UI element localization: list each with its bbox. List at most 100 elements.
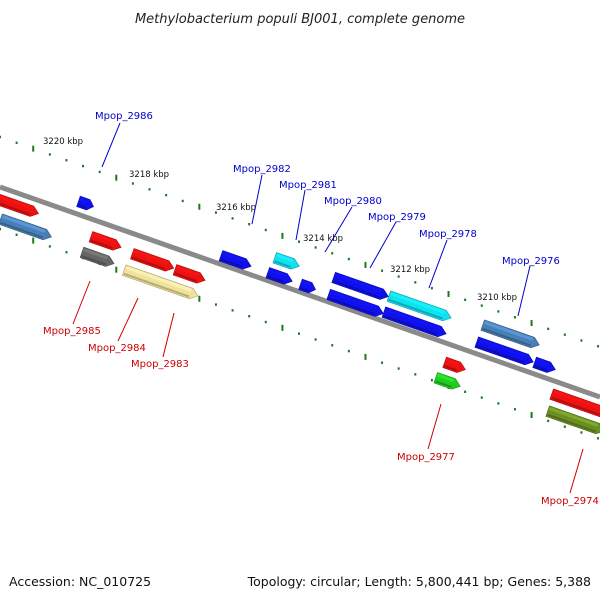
gene-arrow-shadow <box>90 239 113 249</box>
kbp-label-3214: 3214 kbp <box>303 234 343 244</box>
gene-arrow-mpop-2986[interactable] <box>76 195 96 212</box>
gene-arrow-highlight <box>125 266 192 292</box>
map-title: Methylobacterium populi BJ001, complete … <box>135 12 465 27</box>
callout-line <box>162 312 175 358</box>
gene-arrow-blue[interactable] <box>326 288 385 319</box>
genome-backbone <box>0 184 600 400</box>
kbp-label-3212: 3212 kbp <box>390 265 430 275</box>
gene-arrow-highlight <box>222 251 246 263</box>
ruler-outer <box>0 135 600 348</box>
gene-arrow-mpop-2984[interactable] <box>130 248 175 274</box>
gene-arrow-mpop-2980[interactable] <box>298 278 318 295</box>
gene-arrow-shadow <box>0 221 44 239</box>
gene-arrow-shadow <box>388 298 443 320</box>
gene-arrow-blue[interactable] <box>381 306 448 339</box>
gene-arrow-highlight <box>92 232 116 244</box>
gene-label-mpop-2983: Mpop_2983 <box>131 359 189 370</box>
gene-arrow-shadow <box>482 327 531 347</box>
gene-label-mpop-2978: Mpop_2978 <box>419 229 477 240</box>
callout-line <box>427 403 442 450</box>
gene-arrow-highlight <box>484 321 534 341</box>
gene-arrow-shadow <box>383 314 438 336</box>
gene-arrow-body <box>76 195 94 211</box>
gene-label-mpop-2977: Mpop_2977 <box>397 452 455 463</box>
gene-arrow-highlight <box>335 273 383 293</box>
kbp-label-3216: 3216 kbp <box>216 203 256 213</box>
gene-arrow-shadow <box>131 256 166 270</box>
gene-arrow-highlight <box>133 249 168 265</box>
gene-arrow-shadow <box>551 396 600 416</box>
gene-arrow-mpop-2981[interactable] <box>272 252 301 272</box>
gene-arrow-highlight <box>1 215 46 233</box>
kbp-label-3218: 3218 kbp <box>129 170 169 180</box>
gene-arrow-highlight <box>385 308 441 330</box>
gene-label-mpop-2974: Mpop_2974 <box>541 496 599 507</box>
gene-arrow-shadow <box>444 365 458 372</box>
kbp-label-3220: 3220 kbp <box>43 137 83 147</box>
callout-line <box>569 448 584 494</box>
gene-features <box>0 190 600 436</box>
gene-label-mpop-2982: Mpop_2982 <box>233 164 291 175</box>
callout-line <box>251 174 263 225</box>
gene-arrow-highlight <box>301 280 311 287</box>
gene-arrow-red[interactable] <box>88 231 123 253</box>
gene-arrow-highlight <box>446 358 460 366</box>
callout-line <box>101 122 121 168</box>
gene-label-mpop-2986: Mpop_2986 <box>95 111 153 122</box>
gene-arrow-highlight <box>553 390 600 410</box>
gene-arrow-highlight <box>437 373 455 383</box>
gene-arrow-shadow <box>476 344 525 364</box>
gene-arrow-highlight <box>536 358 550 366</box>
gene-arrow-highlight <box>176 265 200 277</box>
gene-arrow-highlight <box>478 338 528 358</box>
gene-arrow-red[interactable] <box>172 264 207 286</box>
gene-arrow-mpop-2974[interactable] <box>549 388 600 419</box>
gene-arrow-shadow <box>534 365 548 372</box>
gene-arrow-shadow <box>81 255 106 266</box>
gene-arrow-shadow <box>274 260 291 268</box>
gene-arrow-shadow <box>299 287 309 292</box>
gene-label-mpop-2980: Mpop_2980 <box>324 196 382 207</box>
gene-label-mpop-2985: Mpop_2985 <box>43 326 101 337</box>
gene-arrow-highlight <box>79 197 89 204</box>
gene-arrow-shadow <box>123 272 190 298</box>
gene-arrow-mpop-2985[interactable] <box>79 246 116 269</box>
gene-arrow-olive[interactable] <box>545 405 600 436</box>
gene-arrow-red[interactable] <box>442 356 467 375</box>
gene-label-mpop-2979: Mpop_2979 <box>368 212 426 223</box>
gene-arrow-shadow <box>267 275 284 283</box>
gene-arrow-blue[interactable] <box>265 267 294 287</box>
gene-arrow-mpop-2977[interactable] <box>433 372 462 392</box>
callout-line <box>517 265 531 317</box>
gene-arrow-shadow <box>174 272 197 282</box>
gene-arrow-blue[interactable] <box>474 336 535 367</box>
gene-arrow-highlight <box>390 292 446 314</box>
gene-arrow-shadow <box>547 413 596 433</box>
gene-arrow-shadow <box>0 199 31 216</box>
gene-arrow-blue[interactable] <box>532 356 557 375</box>
gene-arrow-mpop-2983[interactable] <box>121 264 199 301</box>
callout-line <box>117 297 139 342</box>
gene-arrow-steel[interactable] <box>0 213 53 242</box>
gene-arrow-shadow <box>77 204 87 209</box>
gene-arrow-shadow <box>328 297 375 316</box>
callout-line <box>295 189 306 241</box>
gene-arrow-highlight <box>276 253 294 263</box>
gene-arrow-mpop-2979[interactable] <box>331 271 390 302</box>
gene-arrow-red[interactable] <box>0 190 40 219</box>
callout-line <box>324 206 353 253</box>
gene-arrow-highlight <box>83 248 108 260</box>
gene-arrow-mpop-2978[interactable] <box>386 290 453 323</box>
gene-arrow-shadow <box>435 380 452 388</box>
gene-arrow-shadow <box>220 258 243 268</box>
gene-arrow-highlight <box>549 407 599 427</box>
topology-text: Topology: circular; Length: 5,800,441 bp… <box>247 574 591 589</box>
gene-arrow-mpop-2976[interactable] <box>480 319 541 350</box>
gene-arrow-blue[interactable] <box>218 250 253 272</box>
gene-arrow-highlight <box>269 268 287 278</box>
accession-text: Accession: NC_010725 <box>9 574 151 589</box>
gene-arrow-highlight <box>330 290 378 310</box>
gene-arrow-highlight <box>0 192 33 210</box>
callout-line <box>428 239 448 289</box>
